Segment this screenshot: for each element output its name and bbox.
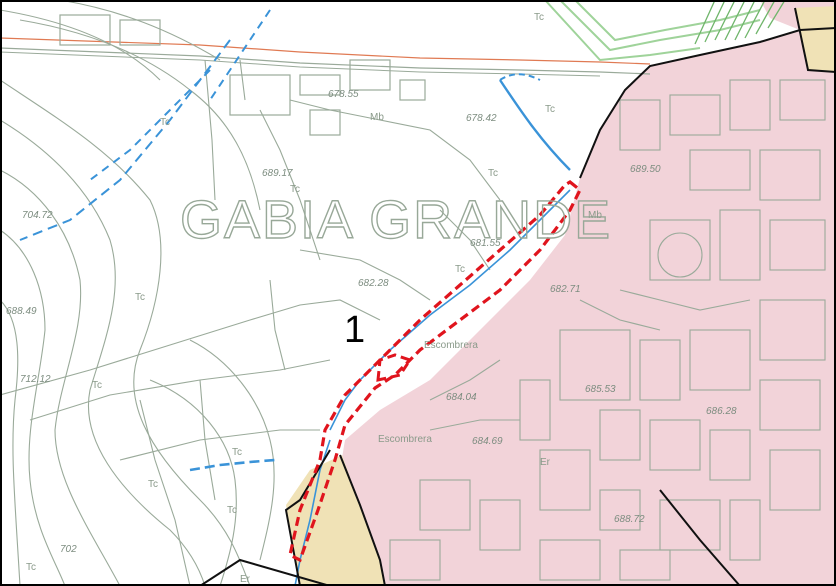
label-escombrera: Escombrera	[424, 340, 478, 351]
label-tc: Tc	[160, 117, 170, 128]
elevation-label: 704.72	[22, 210, 53, 221]
study-area-bulge	[376, 353, 413, 382]
label-tc: Tc	[290, 184, 300, 195]
elevation-label: 712.12	[20, 374, 51, 385]
label-mb: Mb	[370, 112, 384, 123]
elevation-label: 684.04	[446, 392, 477, 403]
elevation-label: 684.69	[472, 436, 503, 447]
main-road	[0, 37, 651, 77]
label-escombrera: Escombrera	[378, 434, 432, 445]
elevation-label: 678.42	[466, 113, 497, 124]
elevation-label: 682.71	[550, 284, 581, 295]
elevation-label: 689.17	[262, 168, 293, 179]
contour-lines	[0, 0, 275, 586]
label-mb: Mb	[588, 210, 602, 221]
elevation-label: 688.72	[614, 514, 645, 525]
label-tc: Tc	[227, 505, 237, 516]
buildings-north	[59, 14, 426, 136]
place-name: GABIA GRANDE	[180, 190, 612, 250]
label-tc: Tc	[26, 562, 36, 573]
streams	[19, 9, 571, 586]
green-band	[544, 0, 761, 62]
elevation-labels: 678.55 678.42 689.17 704.72 681.55 682.2…	[6, 89, 737, 555]
label-tc: Tc	[545, 104, 555, 115]
geology-labels: Tc Tc Mb Tc Tc Tc Tc Tc Tc Tc Mb Tc Tc T…	[26, 12, 602, 585]
label-tc: Tc	[455, 264, 465, 275]
label-tc: Tc	[488, 168, 498, 179]
label-tc: Tc	[534, 12, 544, 23]
label-tc: Tc	[135, 292, 145, 303]
elevation-label: 689.50	[630, 164, 661, 175]
elevation-label: 685.53	[585, 384, 616, 395]
elevation-label: 686.28	[706, 406, 737, 417]
label-tc: Tc	[148, 479, 158, 490]
elevation-label: 678.55	[328, 89, 359, 100]
study-area-outline	[288, 180, 583, 563]
area-number-label: 1	[344, 309, 365, 351]
label-er: Er	[540, 457, 551, 468]
elevation-label: 682.28	[358, 278, 389, 289]
elevation-label: 688.49	[6, 306, 37, 317]
elevation-label: 702	[60, 544, 77, 555]
label-er: Er	[240, 574, 251, 585]
elevation-label: 681.55	[470, 238, 501, 249]
label-tc: Tc	[92, 380, 102, 391]
parcel-lines	[0, 59, 501, 586]
green-hatch	[694, 0, 786, 45]
urban-blocks	[389, 79, 826, 581]
tan-area-south	[286, 455, 385, 586]
label-tc: Tc	[232, 447, 242, 458]
